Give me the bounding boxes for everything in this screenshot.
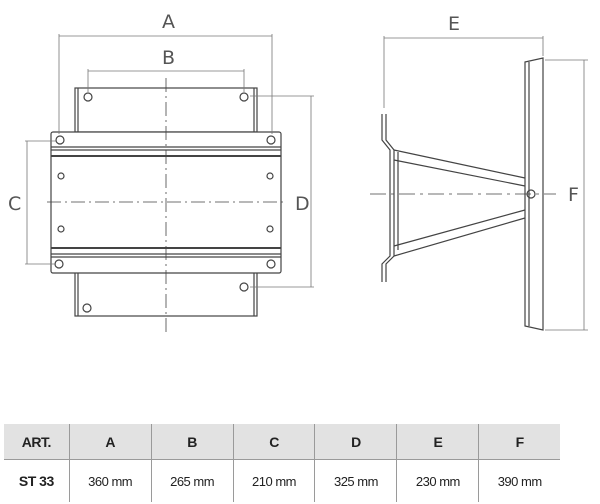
cell-f: 390 mm [478, 459, 560, 502]
dim-label-b: B [162, 47, 175, 69]
dim-label-a: A [162, 11, 175, 33]
cell-b: 265 mm [150, 459, 234, 502]
header-a: A [68, 424, 152, 460]
header-d: D [314, 424, 397, 460]
bolt-holes [54, 92, 276, 313]
table-row: ST 33 360 mm 265 mm 210 mm 325 mm 230 mm… [4, 459, 560, 502]
technical-drawing: A B C D E F [8, 11, 588, 332]
cell-a: 360 mm [68, 459, 152, 502]
cell-c: 210 mm [232, 459, 315, 502]
front-dimensions [25, 34, 314, 288]
cell-art: ST 33 [18, 473, 54, 489]
header-f: F [478, 424, 560, 460]
header-c: C [232, 424, 315, 460]
dim-label-d: D [295, 193, 310, 215]
side-dimensions [383, 36, 588, 331]
header-e: E [396, 424, 479, 460]
cell-d: 325 mm [314, 459, 397, 502]
dim-label-f: F [568, 184, 579, 206]
cell-e: 230 mm [396, 459, 479, 502]
dimensions-table: ART. A B C D E F ST 33 360 mm 265 mm 210… [4, 424, 560, 502]
dim-label-e: E [448, 13, 460, 35]
table-header-row: ART. A B C D E F [4, 424, 560, 460]
side-view [370, 57, 556, 331]
front-view [47, 78, 285, 332]
dim-label-c: C [8, 193, 21, 215]
header-art: ART. [4, 424, 70, 460]
header-b: B [150, 424, 234, 460]
